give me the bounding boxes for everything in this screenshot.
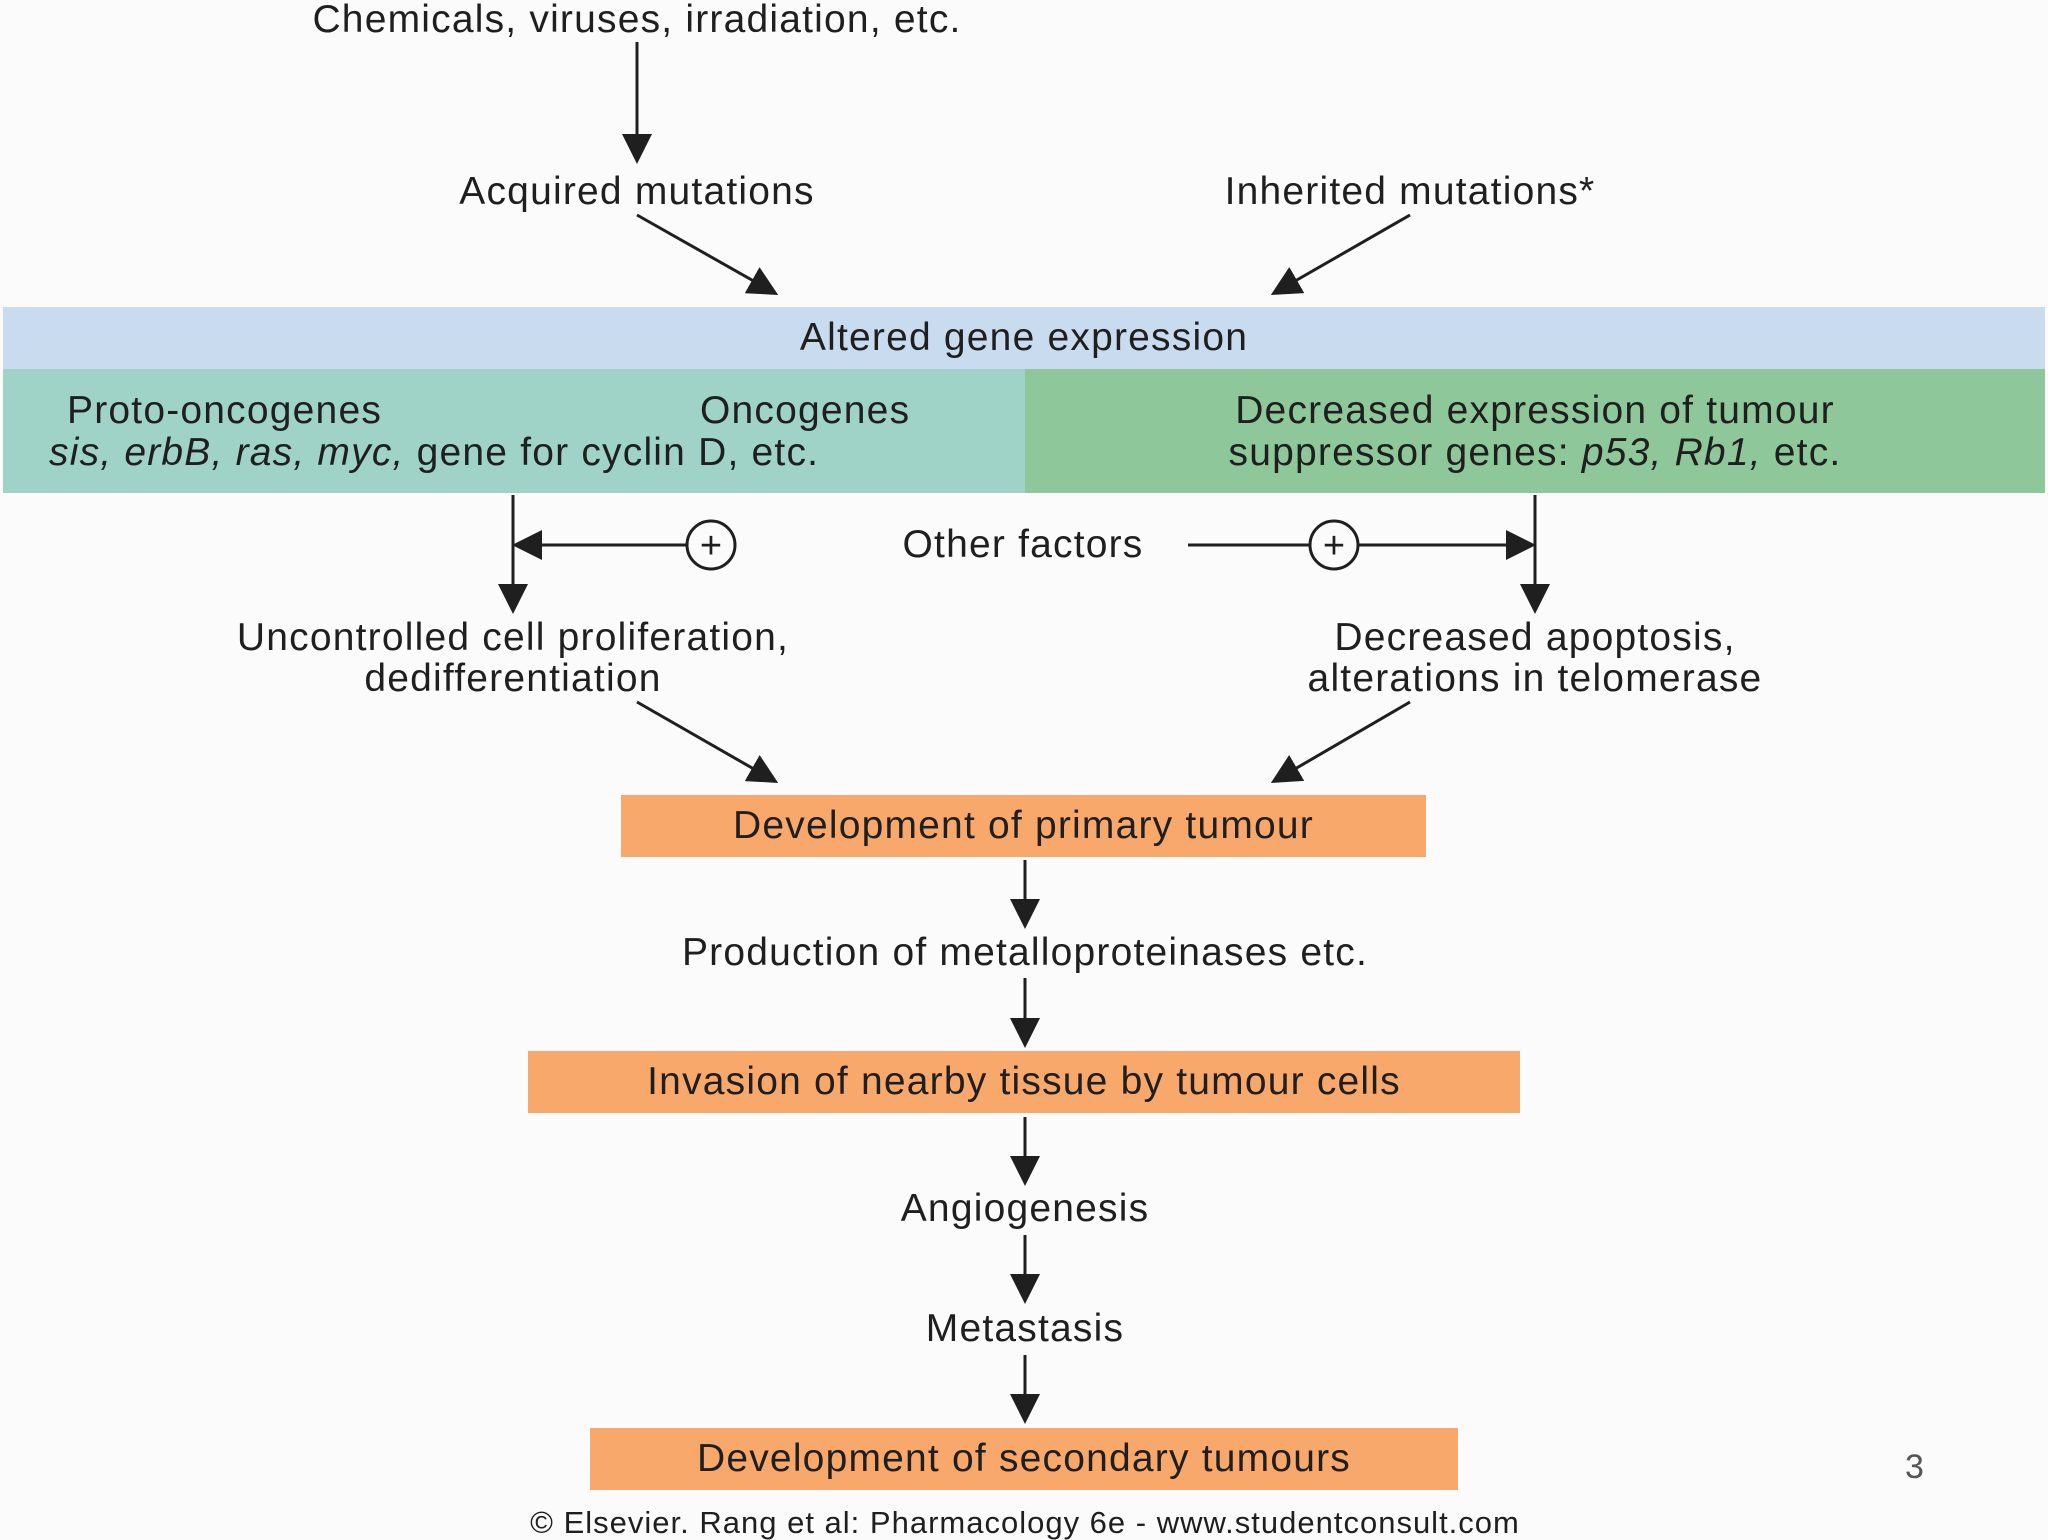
plus-symbol-left: + <box>700 525 722 567</box>
primary-tumour-box: Development of primary tumour <box>621 795 1426 857</box>
suppressor-text: suppressor genes: <box>1228 431 1582 474</box>
tumour-suppressor-line2: suppressor genes: p53, Rb1, etc. <box>1025 433 2045 472</box>
primary-tumour-label: Development of primary tumour <box>732 804 1314 847</box>
altered-gene-expression-band: Altered gene expression <box>3 307 2045 369</box>
oncogene-panel: Proto-oncogenes Oncogenes sis, erbB, ras… <box>3 369 1025 493</box>
arrow-right-outcome-to-primary <box>1270 700 1411 784</box>
plus-symbol-right: + <box>1323 525 1345 567</box>
invasion-label: Invasion of nearby tissue by tumour cell… <box>647 1060 1401 1103</box>
invasion-box: Invasion of nearby tissue by tumour cell… <box>528 1051 1520 1113</box>
altered-gene-expression-label: Altered gene expression <box>799 316 1249 359</box>
secondary-tumours-box: Development of secondary tumours <box>590 1428 1458 1490</box>
other-factors-label: Other factors <box>902 523 1144 566</box>
secondary-tumours-label: Development of secondary tumours <box>696 1437 1352 1480</box>
tumour-suppressor-panel: Decreased expression of tumour suppresso… <box>1025 369 2045 493</box>
inherited-mutations-label: Inherited mutations* <box>1224 170 1596 213</box>
left-outcome: Uncontrolled cell proliferation, dediffe… <box>237 617 789 699</box>
oncogene-names: sis, erbB, ras, myc, <box>49 431 405 474</box>
suppressor-gene-names: p53, Rb1, <box>1581 431 1762 474</box>
left-outcome-line2: dedifferentiation <box>364 657 662 700</box>
right-outcome-line2: alterations in telomerase <box>1307 657 1763 700</box>
angiogenesis-label: Angiogenesis <box>900 1187 1150 1230</box>
arrow-inherited-to-band <box>1270 213 1411 295</box>
metalloproteinases-label: Production of metalloproteinases etc. <box>681 931 1369 974</box>
oncogenes-label: Oncogenes <box>700 389 911 432</box>
proto-oncogenes-label: Proto-oncogenes <box>67 389 383 432</box>
left-outcome-line1: Uncontrolled cell proliferation, <box>236 616 790 659</box>
oncogene-examples-rest: gene for cyclin D, etc. <box>404 431 820 474</box>
arrow-acquired-to-band <box>636 213 779 295</box>
plus-circle-right <box>1308 519 1360 571</box>
causes-label: Chemicals, viruses, irradiation, etc. <box>312 0 962 41</box>
suppressor-etc: etc. <box>1761 431 1842 474</box>
arrow-left-outcome-to-primary <box>636 700 779 783</box>
metastasis-label: Metastasis <box>925 1307 1125 1350</box>
right-outcome: Decreased apoptosis, alterations in telo… <box>1308 617 1763 699</box>
copyright-credit: © Elsevier. Rang et al: Pharmacology 6e … <box>530 1505 1520 1540</box>
right-outcome-line1: Decreased apoptosis, <box>1334 616 1736 659</box>
page-number: 3 <box>1905 1448 1924 1486</box>
oncogene-examples: sis, erbB, ras, myc, gene for cyclin D, … <box>49 433 819 472</box>
plus-circle-left <box>685 519 737 571</box>
acquired-mutations-label: Acquired mutations <box>459 170 815 213</box>
tumour-suppressor-line1: Decreased expression of tumour <box>1235 389 1835 432</box>
other-factors-gap <box>857 520 1188 570</box>
